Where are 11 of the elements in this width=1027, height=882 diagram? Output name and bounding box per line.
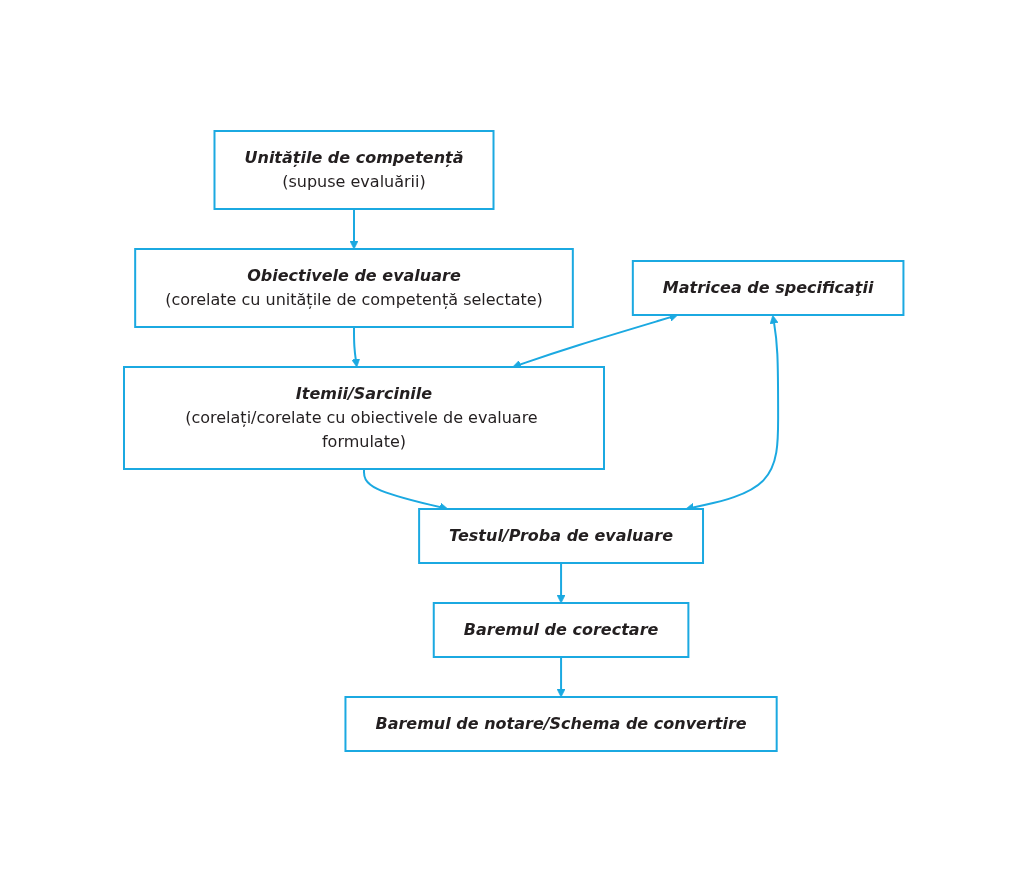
node-box: Obiectivele de evaluare (corelate cu unitățile de competență selectate) [133, 248, 574, 328]
node-box: Matricea de specificaţii [631, 260, 905, 316]
arrow [556, 562, 566, 604]
node-box: Baremul de notare/Schema de convertire [344, 696, 778, 752]
node-box: Unitățile de competență (supuse evaluării) [213, 130, 495, 210]
node-box: Itemii/Sarcinile (corelați/corelate cu obiectivele de evaluare formulate) [122, 366, 605, 470]
node-box: Baremul de corectare [432, 602, 690, 658]
node-box: Testul/Proba de evaluare [417, 508, 704, 564]
arrow [556, 656, 566, 698]
arrow [349, 208, 359, 250]
arrow [351, 326, 360, 368]
